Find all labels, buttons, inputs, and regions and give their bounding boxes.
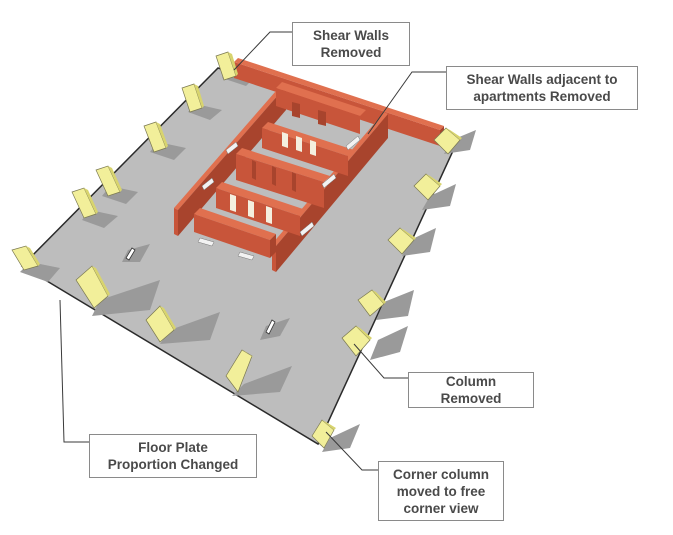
callout-shear-walls: Shear Walls Removed bbox=[292, 22, 410, 66]
floor-markings bbox=[125, 247, 276, 335]
callout-floor-plate-line2: Proportion Changed bbox=[107, 457, 239, 472]
leader-lines bbox=[59, 31, 446, 471]
callout-corner-column-line3: corner view bbox=[403, 500, 479, 516]
shear-wall-top bbox=[234, 58, 444, 130]
column-2 bbox=[71, 187, 98, 219]
callout-shear-walls-line2: Removed bbox=[320, 45, 382, 60]
column-9 bbox=[225, 349, 254, 393]
callout-shear-walls-line1: Shear Walls bbox=[312, 28, 390, 43]
column-shadows bbox=[20, 70, 476, 452]
column-6 bbox=[215, 51, 238, 81]
callout-column-line1: Column bbox=[445, 374, 497, 389]
column-11 bbox=[357, 289, 386, 317]
column-4 bbox=[143, 121, 168, 153]
column-14 bbox=[433, 127, 462, 155]
column-1 bbox=[11, 245, 40, 271]
callout-shear-walls-adjacent-line2: apartments Removed bbox=[473, 89, 611, 104]
column-10 bbox=[341, 325, 372, 357]
leader-shear-walls bbox=[233, 31, 292, 71]
callout-column: Column Removed bbox=[408, 372, 534, 408]
column-5 bbox=[181, 83, 204, 113]
apartment-walls bbox=[174, 58, 444, 272]
callout-column-line2: Removed bbox=[440, 391, 502, 406]
column-13 bbox=[413, 173, 442, 201]
callout-corner-column-line2: moved to free bbox=[396, 483, 486, 499]
callout-corner-column: Corner column moved to free corner view bbox=[378, 461, 504, 521]
leader-corner-column bbox=[325, 431, 378, 471]
leader-shear-walls-adjacent bbox=[367, 71, 446, 135]
leader-column bbox=[353, 343, 408, 379]
callout-shear-walls-adjacent: Shear Walls adjacent to apartments Remov… bbox=[446, 66, 638, 110]
column-12 bbox=[387, 227, 416, 255]
callout-floor-plate: Floor Plate Proportion Changed bbox=[89, 434, 257, 478]
column-15 bbox=[311, 419, 336, 449]
column-8 bbox=[145, 305, 176, 343]
callout-floor-plate-line1: Floor Plate bbox=[138, 440, 208, 455]
columns bbox=[11, 51, 462, 449]
column-3 bbox=[95, 165, 122, 197]
callout-shear-walls-adjacent-line1: Shear Walls adjacent to bbox=[466, 72, 618, 87]
column-7 bbox=[75, 265, 110, 309]
leader-floor-plate bbox=[59, 299, 89, 443]
callout-corner-column-line1: Corner column bbox=[392, 466, 489, 482]
